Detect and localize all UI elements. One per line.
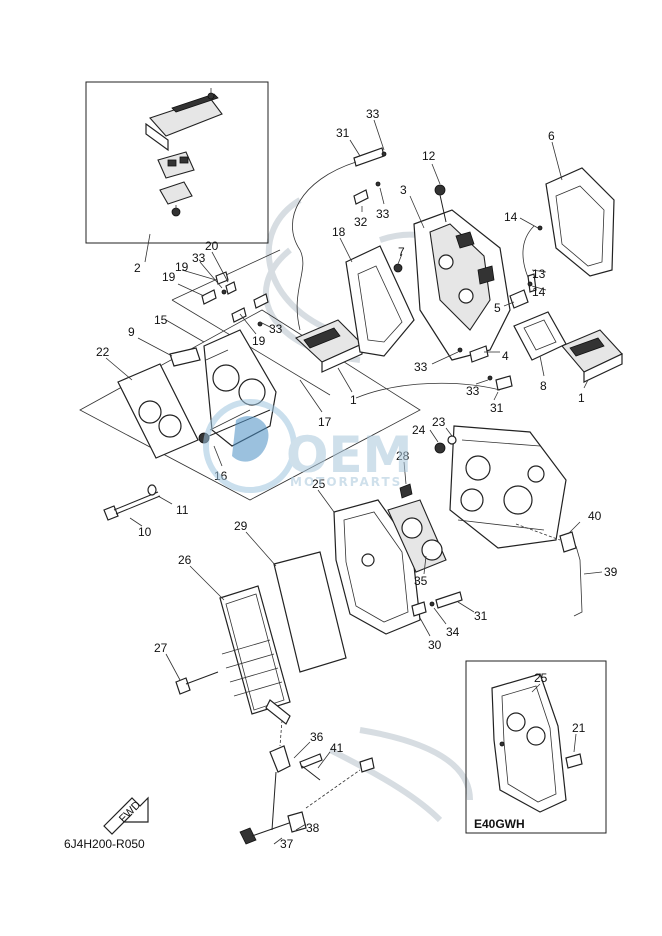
- callout-31b: 31: [490, 401, 504, 415]
- inset-reed-assembly: [85, 81, 269, 244]
- callout-30: 30: [428, 638, 442, 652]
- cover-6: [545, 167, 615, 277]
- hose-31-mid: [355, 375, 513, 399]
- stud-9: [169, 347, 201, 367]
- filter-29: [273, 551, 347, 673]
- oem-watermark: OEM MOTORPARTS: [203, 399, 412, 493]
- hose-13: [522, 225, 543, 293]
- reed-valve-1-left: [295, 319, 363, 373]
- bolts-19-20: [201, 271, 269, 327]
- watermark-sub: MOTORPARTS: [290, 475, 402, 489]
- callout-1b: 1: [578, 391, 585, 405]
- callout-6: 6: [548, 129, 555, 143]
- callout-31a: 31: [336, 126, 350, 140]
- bolt-12: [434, 184, 447, 223]
- callout-37: 37: [280, 837, 294, 851]
- reed-valve-1-right: [561, 329, 623, 383]
- lower-linkage: [239, 719, 375, 845]
- callout-3: 3: [400, 183, 407, 197]
- callout-33e: 33: [414, 360, 428, 374]
- callout-34: 34: [446, 625, 460, 639]
- callout-33d: 33: [376, 207, 390, 221]
- hose-31-bottom: [411, 591, 463, 617]
- callout-9: 9: [128, 325, 135, 339]
- callout-26: 26: [178, 553, 192, 567]
- callout-32: 32: [354, 215, 368, 229]
- gasket-18: [345, 245, 415, 357]
- callout-25a: 25: [312, 477, 326, 491]
- screw-27: [175, 671, 219, 695]
- callout-12: 12: [422, 149, 436, 163]
- callout-4: 4: [502, 349, 509, 363]
- callout-31c: 31: [474, 609, 488, 623]
- callout-20: 20: [205, 239, 219, 253]
- callout-33c: 33: [366, 107, 380, 121]
- callout-19c: 19: [252, 334, 266, 348]
- callout-25b: 25: [534, 671, 548, 685]
- fitting-5: [509, 289, 529, 309]
- hose-31-top: [292, 147, 387, 331]
- callout-22: 22: [96, 345, 110, 359]
- variant-label: E40GWH: [474, 817, 525, 831]
- callout-27: 27: [154, 641, 168, 655]
- bolts-4: [457, 345, 493, 381]
- callout-23: 23: [432, 415, 446, 429]
- callout-17: 17: [318, 415, 332, 429]
- callout-35: 35: [414, 574, 428, 588]
- bolt-10: [103, 491, 161, 521]
- callout-33a: 33: [192, 251, 206, 265]
- callout-24: 24: [412, 423, 426, 437]
- callout-40: 40: [588, 509, 602, 523]
- diagram-code: 6J4H200-R050: [64, 837, 145, 851]
- silencer-25: [333, 499, 447, 635]
- callout-1a: 1: [350, 393, 357, 407]
- watermark-brand: OEM: [286, 426, 412, 484]
- callout-8: 8: [540, 379, 547, 393]
- callout-19a: 19: [162, 270, 176, 284]
- callout-18: 18: [332, 225, 346, 239]
- bolt-7: [393, 263, 403, 273]
- fwd-arrow-icon: FWD: [103, 796, 149, 835]
- washer-11: [147, 484, 157, 496]
- callout-15: 15: [154, 313, 168, 327]
- engine-block: [449, 425, 567, 549]
- housing-26: [219, 585, 291, 725]
- callout-28: 28: [396, 449, 410, 463]
- callout-41: 41: [330, 741, 344, 755]
- callout-36: 36: [310, 730, 324, 744]
- linkage-39-40: [515, 523, 583, 617]
- inset-variant: [465, 660, 607, 834]
- manifold-3: [413, 209, 511, 361]
- callout-19b: 19: [175, 260, 189, 274]
- callout-11: 11: [176, 503, 189, 517]
- callout-33f: 33: [466, 384, 480, 398]
- callout-29: 29: [234, 519, 248, 533]
- callout-5: 5: [494, 301, 501, 315]
- screw-28: [399, 483, 413, 499]
- callout-14a: 14: [504, 210, 518, 224]
- callout-13: 13: [532, 267, 546, 281]
- callout-21: 21: [572, 721, 586, 735]
- gasket-22: [117, 363, 199, 459]
- callout-33b: 33: [269, 322, 283, 336]
- callout-2: 2: [134, 261, 141, 275]
- callout-14b: 14: [532, 285, 546, 299]
- callout-10: 10: [138, 525, 152, 539]
- callout-7: 7: [398, 245, 405, 259]
- gasket-8: [513, 311, 567, 361]
- callout-39: 39: [604, 565, 618, 579]
- callout-38: 38: [306, 821, 320, 835]
